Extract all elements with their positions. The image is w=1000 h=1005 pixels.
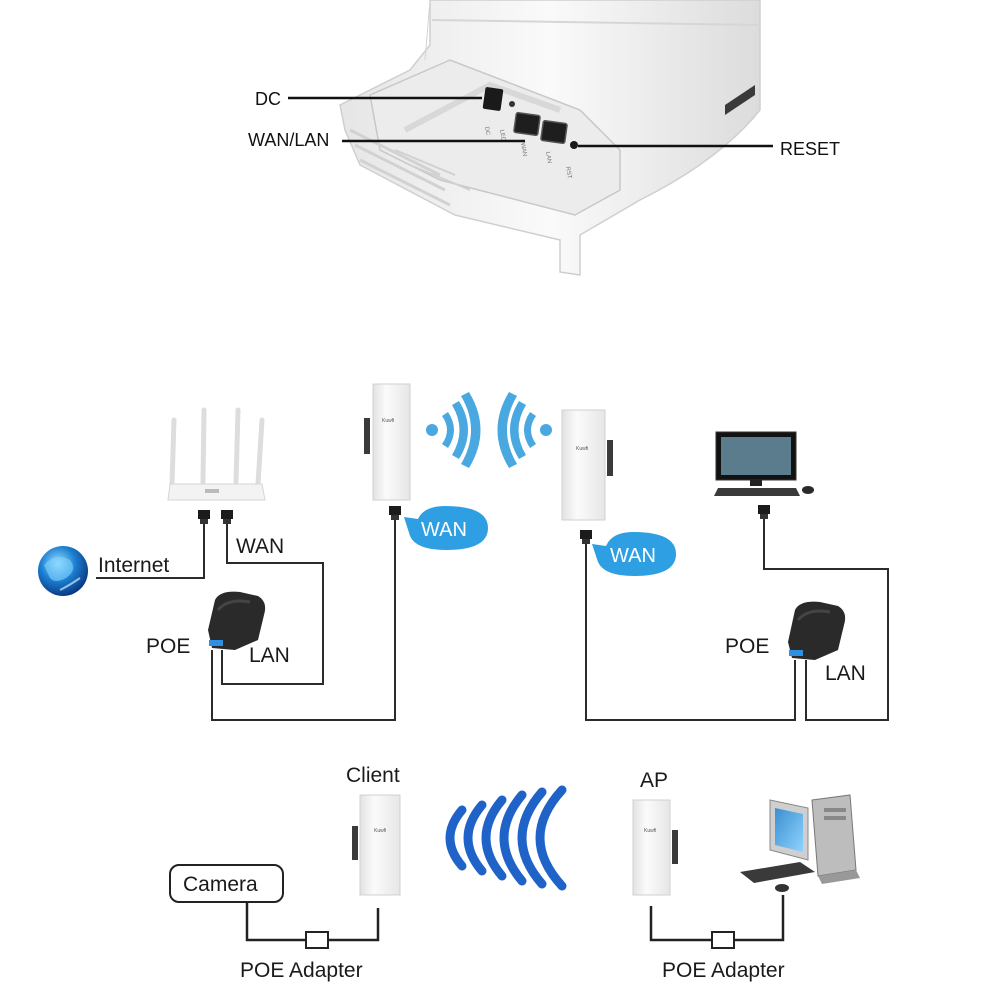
silk-rst: RST	[564, 166, 572, 179]
reset-label: RESET	[780, 139, 840, 159]
silk-wan: WAN	[519, 142, 527, 157]
keyboard-icon	[714, 486, 814, 496]
silk-lan: LAN	[544, 151, 552, 164]
router-icon	[167, 407, 266, 501]
right-poe-label: POE	[725, 635, 769, 658]
dc-jack	[482, 87, 504, 111]
cpe-icon: Kuwfi	[632, 799, 678, 896]
cpe-icon: Kuwfi	[352, 794, 401, 896]
poe-adapter-right	[711, 931, 735, 949]
lan-port	[540, 119, 568, 145]
desktop-pc-icon	[740, 794, 860, 892]
left-adapter-label: POE Adapter	[240, 959, 363, 982]
wifi-signal-icon	[497, 392, 552, 468]
cpe-icon: Kuwfi	[364, 383, 411, 501]
router-wan-label: WAN	[236, 535, 284, 558]
svg-text:Kuwfi: Kuwfi	[374, 828, 386, 834]
poe-injector-icon	[208, 591, 266, 650]
wan-bubble-left: WAN	[404, 506, 488, 550]
rj45-plug-icon	[758, 505, 770, 519]
camera-label: Camera	[183, 873, 258, 896]
svg-text:Kuwfi: Kuwfi	[382, 418, 394, 424]
wan-port	[513, 111, 541, 137]
device-port-closeup: DC LED WAN LAN RST DC WAN/LAN RESET	[248, 0, 840, 276]
globe-icon	[38, 546, 88, 596]
rj45-plug-icon	[580, 530, 592, 544]
wan-bubble-right: WAN	[592, 532, 676, 576]
svg-text:WAN: WAN	[421, 519, 467, 541]
rj45-plug-icon	[198, 510, 233, 524]
reset-hole	[570, 141, 578, 149]
internet-label: Internet	[98, 554, 169, 577]
dc-label: DC	[255, 89, 281, 109]
client-label: Client	[346, 764, 400, 787]
rj45-plug-icon	[389, 506, 401, 520]
wifi-signal-icon	[426, 392, 481, 468]
silk-led: LED	[498, 129, 506, 142]
cpe-icon: Kuwfi	[561, 409, 613, 521]
left-poe-label: POE	[146, 635, 190, 658]
client-ap-diagram: Client AP Kuwfi Kuwfi	[169, 764, 860, 982]
svg-text:Kuwfi: Kuwfi	[644, 828, 656, 834]
right-lan-label: LAN	[825, 662, 866, 685]
bridge-diagram: Internet WAN POE LAN Kuwfi WAN	[38, 383, 889, 721]
svg-text:Kuwfi: Kuwfi	[576, 446, 588, 452]
poe-adapter-left	[305, 931, 329, 949]
camera-box	[169, 864, 284, 903]
ap-label: AP	[640, 769, 668, 792]
wan-lan-label: WAN/LAN	[248, 130, 329, 150]
poe-injector-icon	[788, 601, 846, 660]
wifi-signal-icon	[445, 785, 567, 891]
svg-text:WAN: WAN	[610, 545, 656, 567]
right-adapter-label: POE Adapter	[662, 959, 785, 982]
left-lan-label: LAN	[249, 644, 290, 667]
silk-dc: DC	[483, 126, 491, 136]
monitor-icon	[715, 431, 797, 486]
